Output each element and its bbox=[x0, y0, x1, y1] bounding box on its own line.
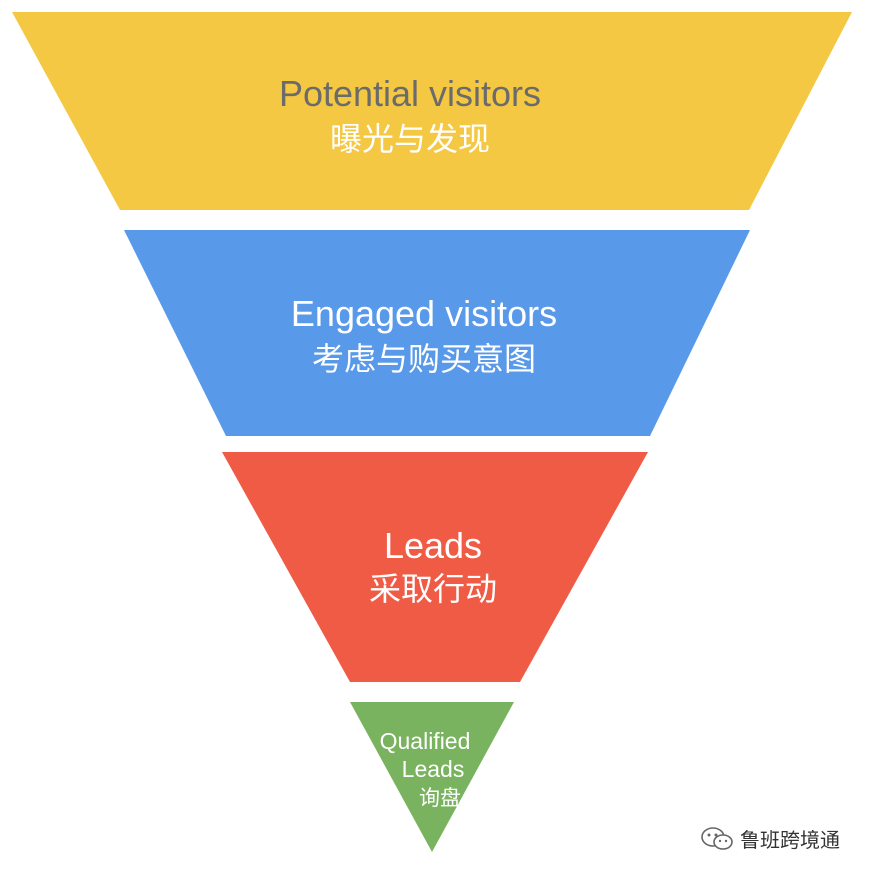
stage-4-title-line2: Leads bbox=[402, 756, 465, 782]
wechat-icon bbox=[701, 826, 733, 850]
stage-3-subtitle: 采取行动 bbox=[369, 570, 497, 608]
stage-1-subtitle: 曝光与发现 bbox=[330, 120, 490, 158]
funnel-stage-1 bbox=[12, 12, 852, 210]
stage-1-title: Potential visitors bbox=[279, 73, 541, 114]
stage-3-title: Leads bbox=[384, 525, 482, 566]
funnel-stage-2 bbox=[124, 230, 750, 436]
funnel-stage-4 bbox=[350, 702, 514, 852]
watermark: 鲁班跨境通 bbox=[700, 824, 840, 853]
stage-4-subtitle: 询盘 bbox=[419, 786, 461, 810]
stage-2-subtitle: 考虑与购买意图 bbox=[312, 340, 536, 378]
watermark-text: 鲁班跨境通 bbox=[740, 828, 840, 852]
stage-4-title-line1: Qualified bbox=[380, 728, 471, 754]
stage-2-title: Engaged visitors bbox=[291, 293, 557, 334]
funnel-stage-3 bbox=[222, 452, 648, 682]
